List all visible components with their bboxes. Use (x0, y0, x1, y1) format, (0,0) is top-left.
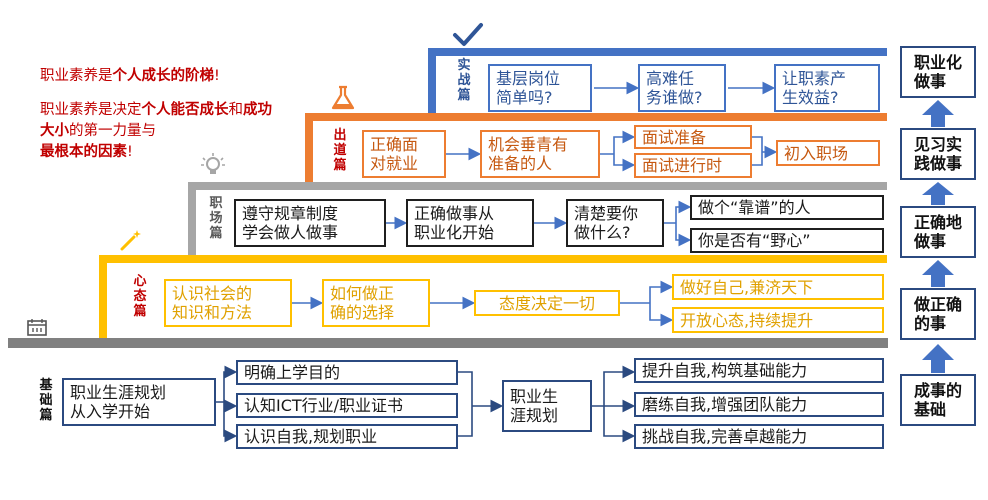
zhichang-step-top (188, 182, 887, 190)
intro-text: ! (127, 144, 133, 160)
intro-paragraph: 职业素养是决定个人能否成长和成功大小的第一力量与最根本的因素! (40, 100, 280, 163)
intro-bold-text: 最根本的因素 (40, 144, 127, 160)
tier-label-jichu: 基础篇 (39, 378, 53, 423)
chudao-step-top (305, 113, 887, 121)
zhichang-box-5: 你是否有“野心” (690, 228, 884, 253)
ladder-step-1: 成事的 基础 (900, 374, 976, 426)
ladder-step-5: 职业化 做事 (900, 46, 976, 98)
jichu-box-ability-3: 挑战自我,完善卓越能力 (634, 424, 884, 449)
jichu-box-start: 职业生涯规划 从入学开始 (62, 378, 216, 426)
up-arrow-icon (922, 260, 954, 287)
flask-icon (331, 85, 355, 110)
intro-text: 和 (228, 102, 244, 118)
up-arrow-icon (922, 182, 954, 205)
tier-label-shizhan: 实战篇 (457, 58, 471, 103)
ladder-step-3: 正确地 做事 (900, 206, 976, 258)
tier-label-xintai: 心态篇 (133, 274, 147, 319)
checkmark-icon (453, 23, 483, 46)
intro-line-1: 职业素养是个人成长的阶梯! (40, 66, 220, 87)
zhichang-step-riser (188, 182, 196, 256)
jichu-box-goal: 明确上学目的 (236, 360, 458, 385)
shizhan-box-3: 让职素产 生效益? (774, 64, 880, 112)
jichu-box-self: 认识自我,规划职业 (236, 424, 458, 449)
lightbulb-icon (201, 153, 225, 174)
ladder-step-4: 见习实 践做事 (900, 128, 976, 180)
calendar-icon (27, 319, 47, 336)
zhichang-box-2: 正确做事从 职业化开始 (406, 199, 534, 247)
base-floor (8, 338, 888, 348)
chudao-box-5: 初入职场 (776, 140, 880, 166)
xintai-box-1: 认识社会的 知识和方法 (164, 279, 292, 327)
intro-text: 职业素养是决定 (40, 102, 142, 118)
zhichang-box-3: 清楚要你 做什么? (566, 199, 664, 247)
shizhan-box-1: 基层岗位 简单吗? (488, 64, 592, 112)
jichu-box-ict: 认知ICT行业/职业证书 (236, 393, 458, 418)
shizhan-step-top (428, 48, 887, 56)
chudao-box-1: 正确面 对就业 (362, 130, 446, 178)
xintai-box-2: 如何做正 确的选择 (322, 279, 430, 327)
up-arrow-icon (922, 344, 954, 373)
intro-bold-text: 个人能否成长 (141, 102, 229, 118)
chudao-box-2: 机会垂青有 准备的人 (480, 130, 600, 178)
xintai-step-top (99, 255, 887, 263)
ladder-step-2: 做正确 的事 (900, 288, 976, 340)
jichu-box-ability-1: 提升自我,构筑基础能力 (634, 358, 884, 383)
xintai-box-4: 做好自己,兼济天下 (672, 274, 884, 300)
xintai-step-riser (99, 255, 107, 339)
tier-label-zhichang: 职场篇 (209, 196, 223, 241)
intro-bold-text: 成功大小 (40, 102, 272, 139)
intro-text: 职业素养是 (40, 68, 113, 84)
intro-text: ! (214, 68, 220, 84)
zhichang-box-4: 做个“靠谱”的人 (690, 195, 884, 220)
xintai-box-5: 开放心态,持续提升 (672, 307, 884, 333)
intro-text: 的第一力量与 (69, 123, 156, 139)
chudao-box-4: 面试进行时 (634, 153, 752, 178)
magic-wand-icon (120, 230, 141, 251)
chudao-step-riser (305, 113, 313, 183)
tier-label-chudao: 出道篇 (333, 128, 347, 173)
zhichang-box-1: 遵守规章制度 学会做人做事 (234, 199, 386, 247)
jichu-box-ability-2: 磨练自我,增强团队能力 (634, 392, 884, 417)
jichu-box-plan: 职业生 涯规划 (502, 380, 592, 432)
intro-bold-text: 个人成长的阶梯 (112, 68, 215, 84)
shizhan-step-riser (428, 48, 436, 114)
xintai-box-3: 态度决定一切 (474, 290, 620, 316)
up-arrow-icon (922, 100, 954, 127)
shizhan-box-2: 高难任 务谁做? (638, 64, 726, 112)
chudao-box-3: 面试准备 (634, 125, 752, 149)
